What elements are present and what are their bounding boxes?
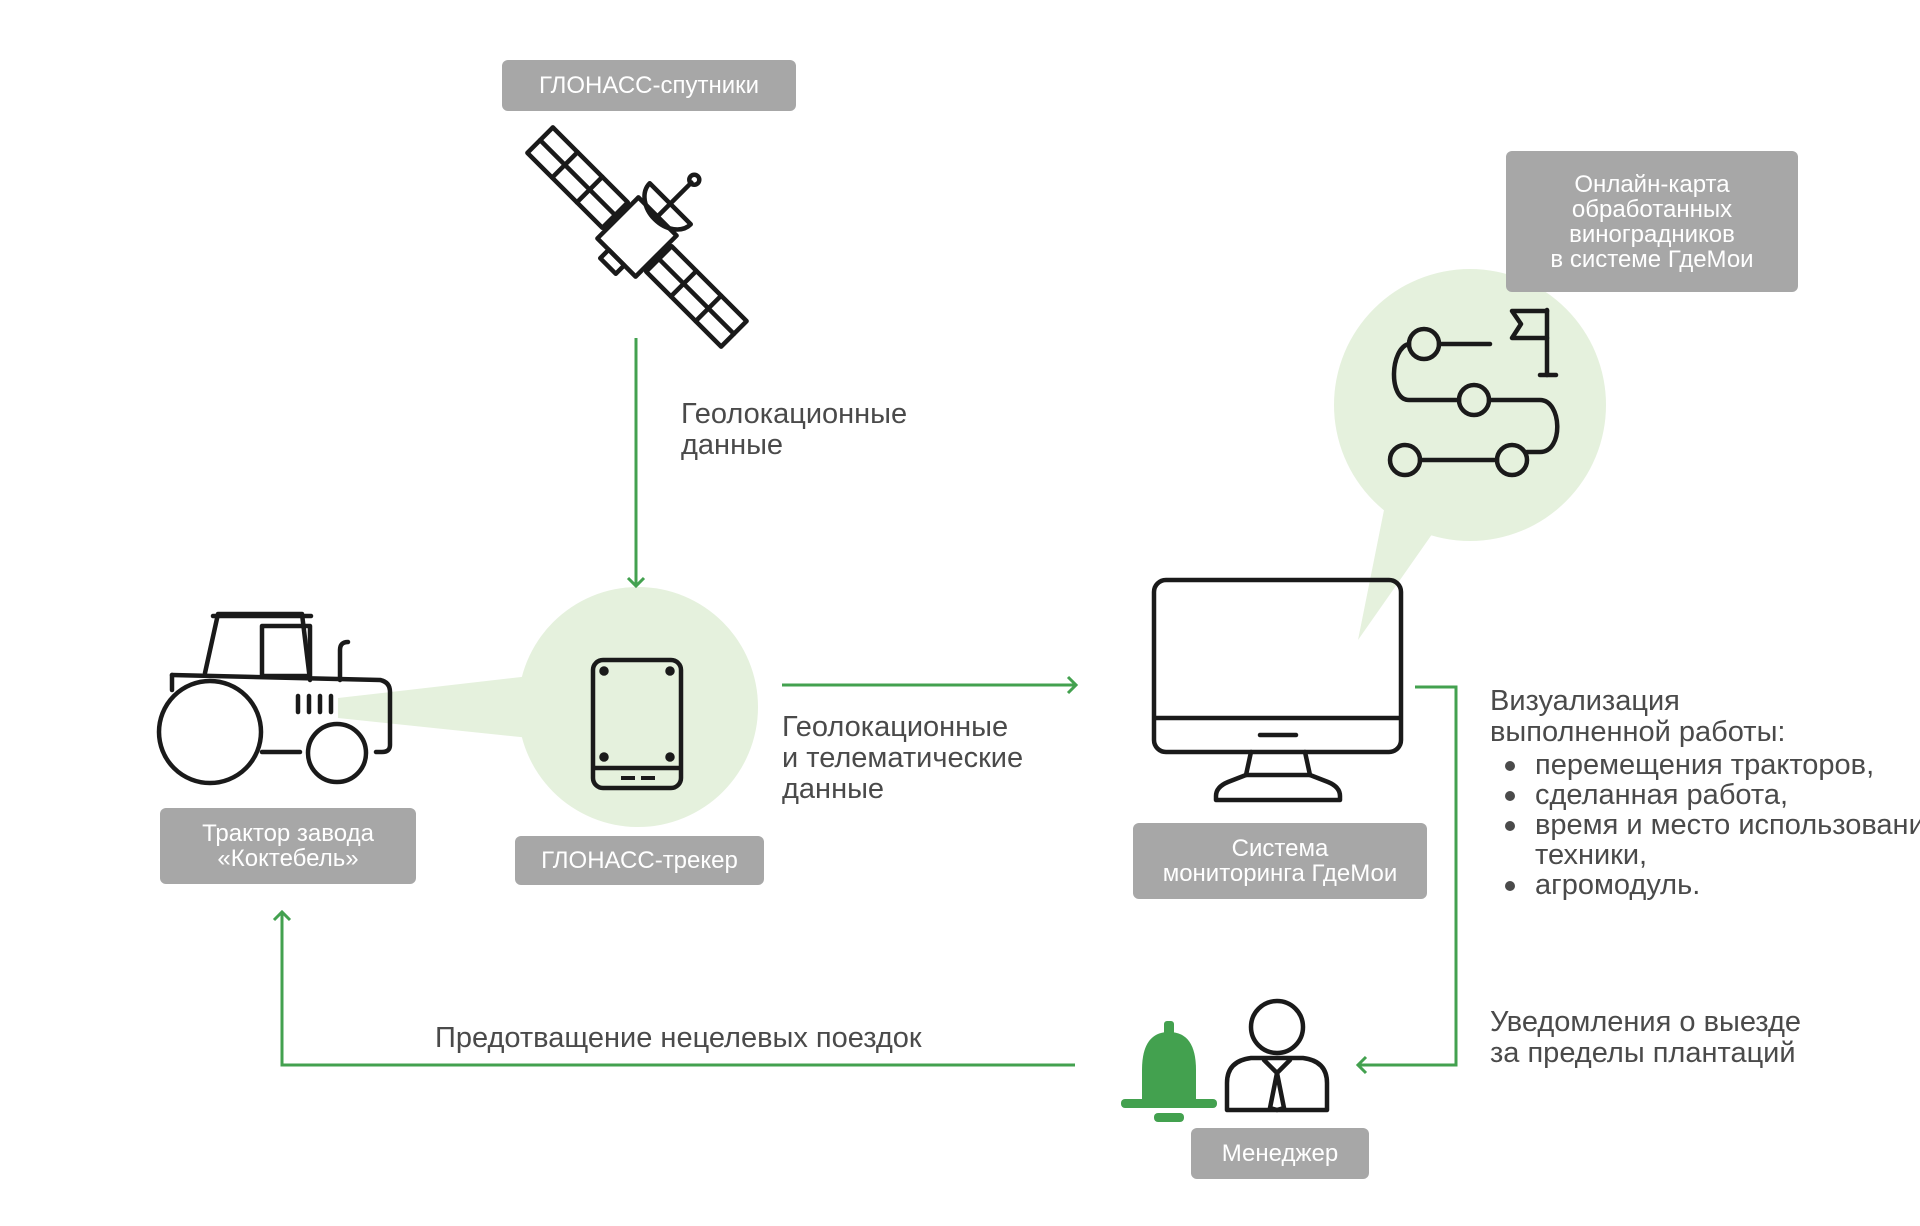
visualization-item: время и место использования техники,: [1505, 810, 1920, 870]
node-monitoring: Система мониторинга ГдеМои: [1133, 823, 1427, 899]
visualization-list: перемещения тракторов, сделанная работа,…: [1490, 750, 1920, 900]
edge-label-geo-telematic: Геолокационные и телематические данные: [782, 711, 1024, 805]
node-manager: Менеджер: [1191, 1128, 1369, 1179]
tracker-beam: [338, 676, 530, 738]
map-halo-tail: [1358, 480, 1470, 640]
tractor-icon: [156, 611, 393, 786]
edge-label-visualization-title: Визуализация выполненной работы:: [1490, 685, 1786, 748]
map-halo: [1334, 269, 1606, 541]
tracker-device-icon: [590, 657, 684, 791]
satellite-icon: [525, 125, 749, 349]
visualization-item: сделанная работа,: [1505, 780, 1920, 810]
edge-label-prevention: Предотващение нецелевых поездок: [435, 1022, 922, 1054]
visualization-item: агромодуль.: [1505, 870, 1920, 900]
bell-icon: [1121, 1021, 1217, 1122]
monitor-icon: [1151, 577, 1404, 803]
manager-person-icon: [1224, 998, 1330, 1113]
node-tractor: Трактор завода «Коктебель»: [160, 808, 416, 884]
tracker-halo: [518, 587, 758, 827]
arrow-monitoring-to-manager: [1355, 685, 1458, 1075]
arrow-manager-to-tractor: [272, 909, 1075, 1067]
node-tracker: ГЛОНАСС-трекер: [515, 836, 764, 885]
visualization-item: перемещения тракторов,: [1505, 750, 1920, 780]
route-map-icon: [1387, 307, 1560, 478]
node-satellites: ГЛОНАСС-спутники: [502, 60, 796, 111]
node-online-map: Онлайн-карта обработанных виноградников …: [1506, 151, 1798, 292]
edge-label-notifications: Уведомления о выезде за пределы плантаци…: [1490, 1006, 1802, 1069]
edge-label-geo-data: Геолокационные данные: [681, 398, 908, 461]
